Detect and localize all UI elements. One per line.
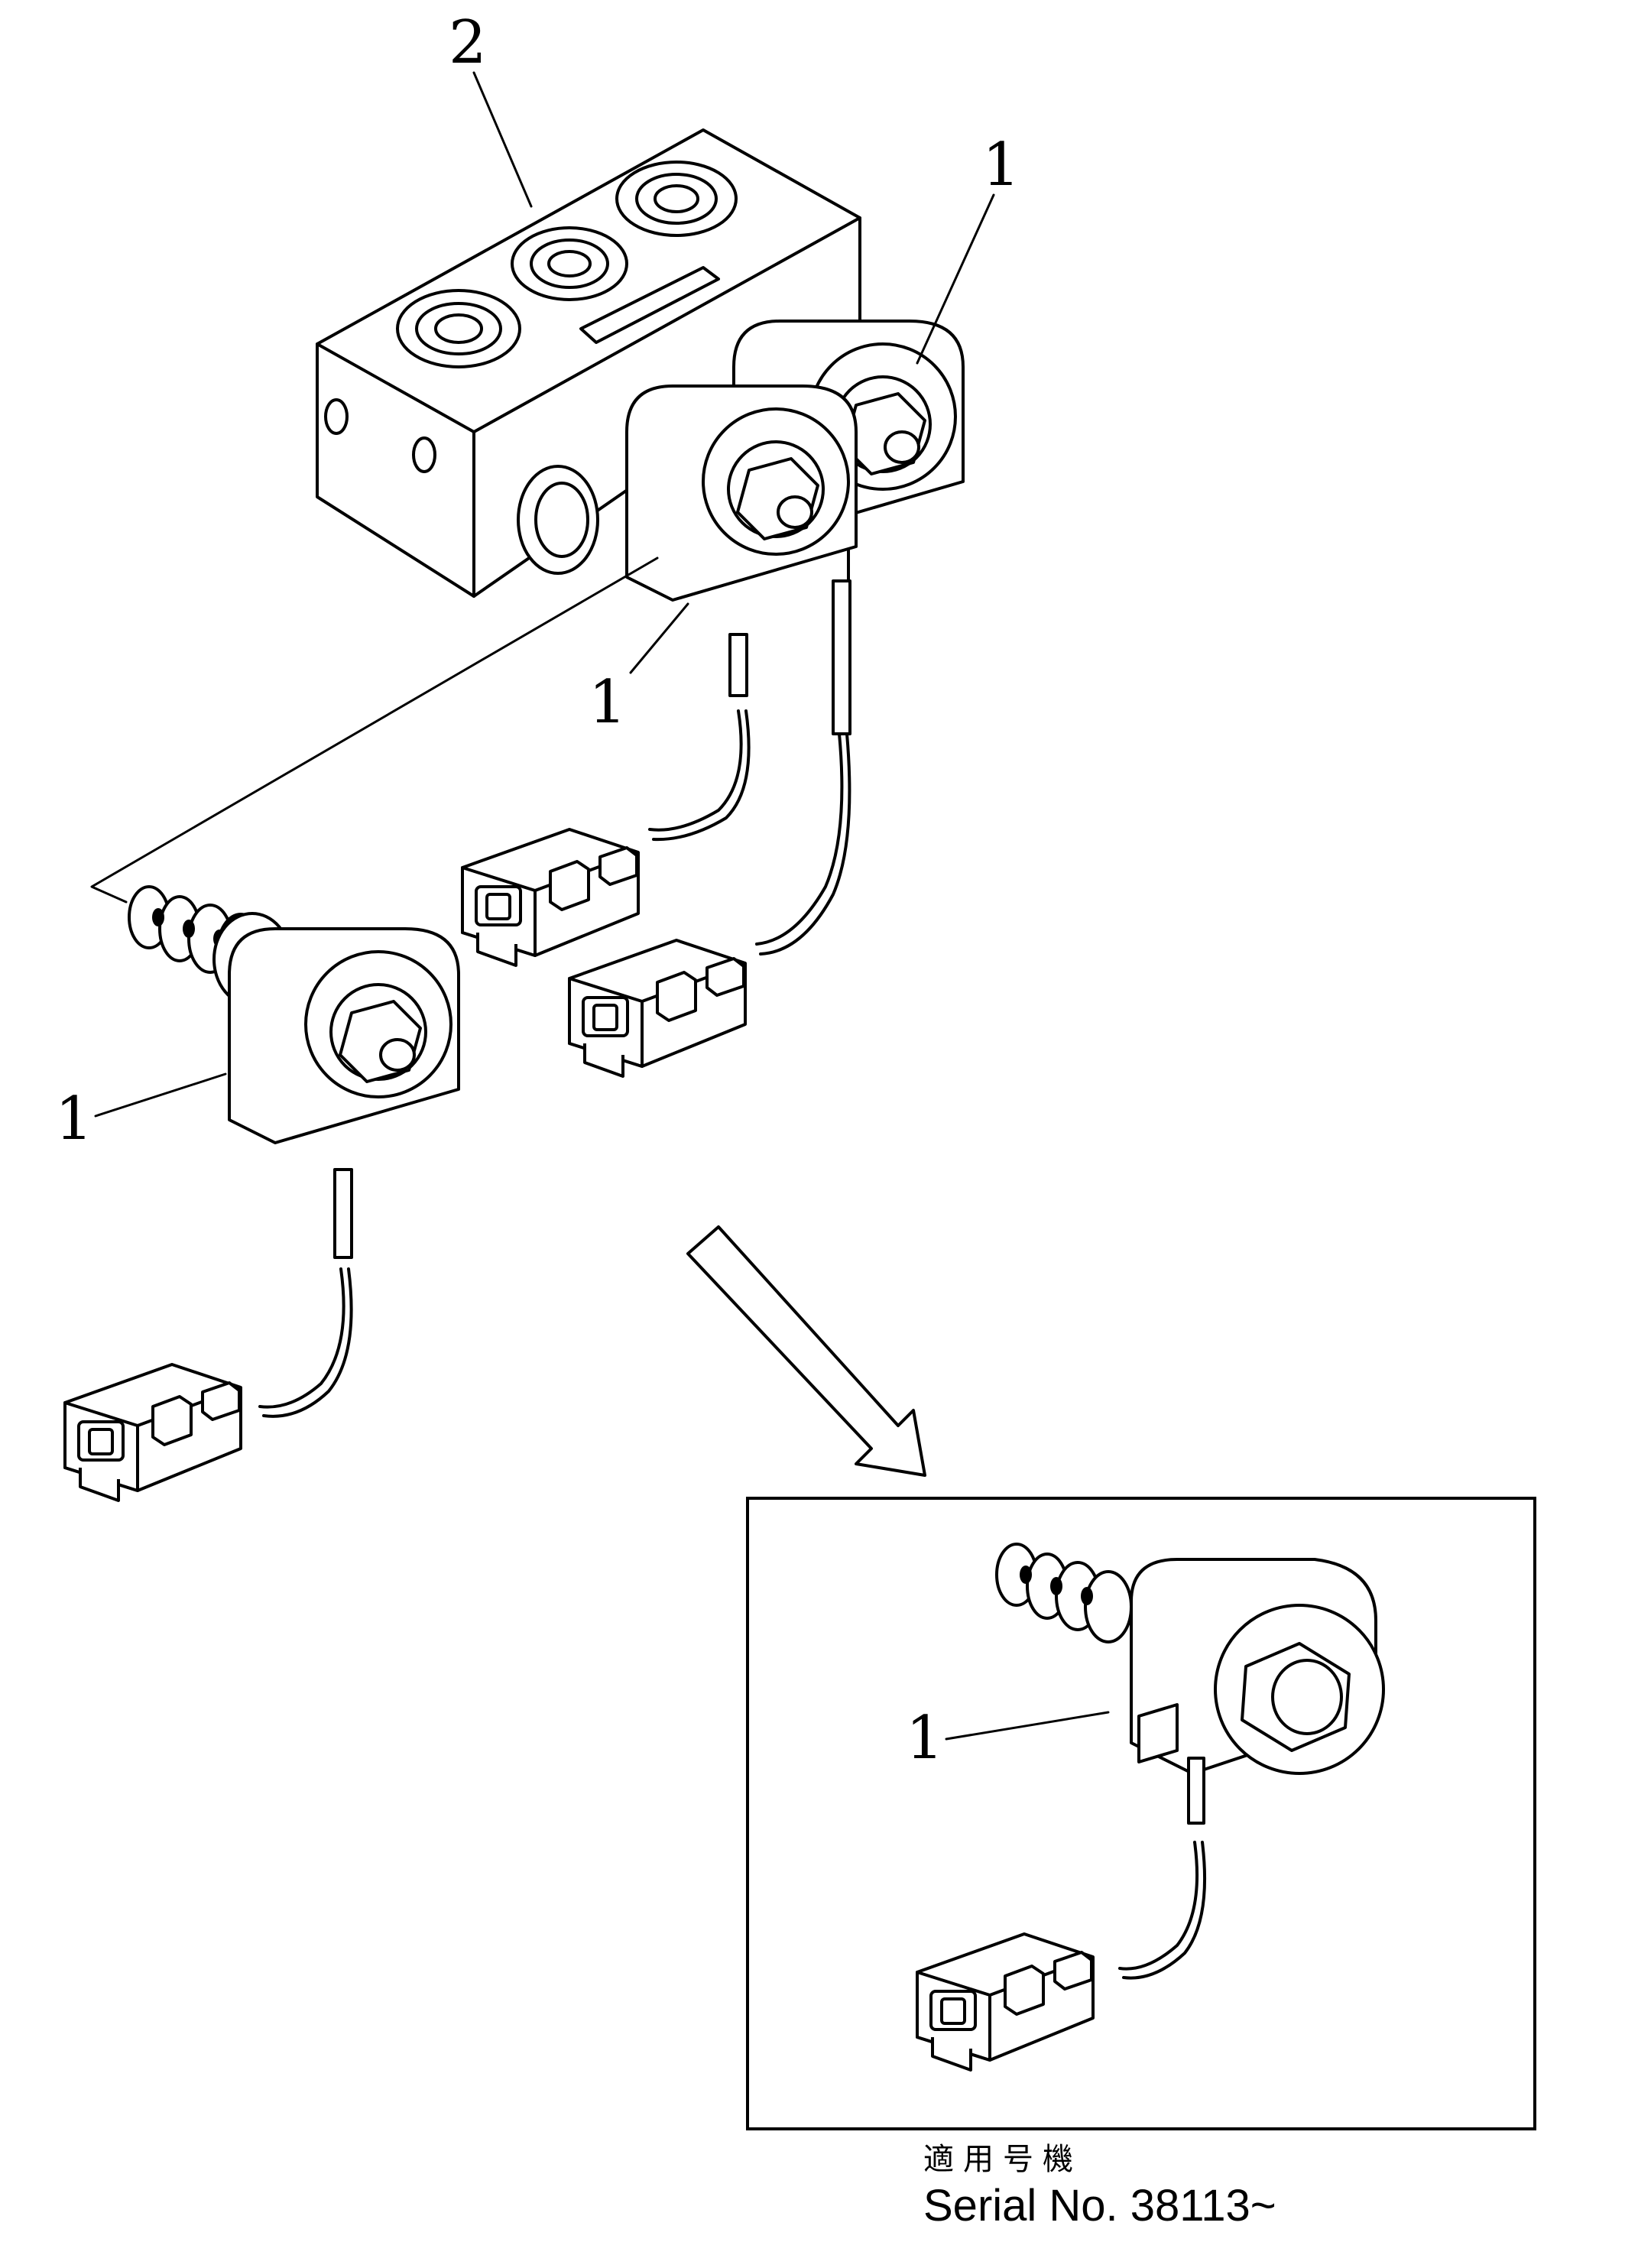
connector-plug-separate xyxy=(63,1363,242,1502)
callout-label: 1 xyxy=(906,1704,944,1773)
applicable-serial-heading: 適用号機 xyxy=(923,2142,1082,2177)
callout-valve-block: 2 xyxy=(449,8,533,208)
port-holes xyxy=(396,161,738,368)
callout-label: 1 xyxy=(589,668,627,737)
wire-harness-front xyxy=(648,633,751,842)
wire-harness-rear xyxy=(755,579,851,956)
callout-solenoid-rear: 1 xyxy=(916,131,1020,365)
solenoid-front xyxy=(625,384,858,602)
serial-number-label: Serial No. 38113~ xyxy=(923,2181,1276,2231)
wire-harness-separate xyxy=(258,1168,353,1418)
callout-label: 1 xyxy=(55,1085,93,1153)
solenoid-separate xyxy=(128,885,460,1144)
callout-label: 2 xyxy=(449,8,487,77)
connector-plug-rear xyxy=(568,939,747,1078)
valve-block xyxy=(316,128,861,598)
callout-solenoid-inset: 1 xyxy=(906,1704,1110,1773)
leader-line-separate xyxy=(90,556,659,904)
callout-label: 1 xyxy=(982,131,1020,200)
callout-solenoid-separate: 1 xyxy=(55,1072,227,1153)
connector-plug-front xyxy=(461,828,640,967)
solenoid-inset xyxy=(995,1543,1385,1775)
callout-solenoid-front: 1 xyxy=(589,602,689,737)
wire-harness-inset xyxy=(1118,1757,1207,1980)
transition-arrow xyxy=(686,1225,926,1477)
inset-panel: 1 xyxy=(746,1497,1536,2130)
